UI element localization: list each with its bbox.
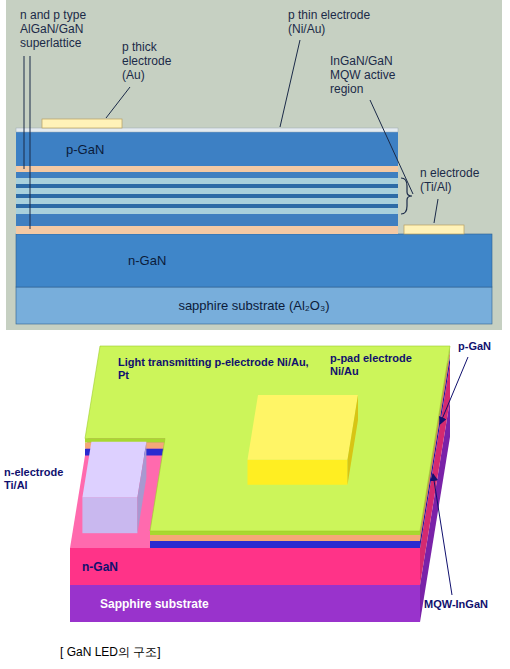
p-pad-front: [248, 460, 348, 485]
barrier-layer: [16, 172, 398, 178]
layer-band: p-GaN: [16, 132, 398, 166]
callout-label: InGaN/GaN MQW active region: [330, 54, 410, 96]
leader-arrow: [440, 357, 468, 424]
mqw-well: [16, 194, 398, 198]
leader-line: [30, 56, 31, 229]
layer-name: n-GaN: [128, 253, 166, 268]
sapphire-front: [70, 585, 420, 622]
leader-line: [434, 199, 438, 223]
n-electrode-top: [82, 442, 146, 498]
leader-arrow: [433, 474, 452, 595]
figure-caption: [ GaN LED의 구조]: [60, 645, 161, 659]
layer-name: sapphire substrate (Al₂O₃): [178, 298, 329, 313]
brace: [401, 178, 412, 214]
part-label: n-electrode Ti/Al: [4, 466, 68, 492]
layer-band: n-GaN: [70, 548, 420, 585]
layer-band: Sapphire substrate: [70, 585, 420, 622]
superlattice-layer: [16, 166, 398, 172]
layer-name: Sapphire substrate: [100, 597, 209, 611]
electrode-front: [150, 531, 420, 535]
mqw-well: [16, 204, 398, 208]
leader-line: [370, 100, 413, 194]
layer-name: n-GaN: [82, 560, 118, 574]
leader-line: [24, 56, 25, 169]
mqw-front: [150, 541, 420, 548]
part-label: p-GaN: [458, 340, 506, 353]
sapphire-layer: [16, 287, 492, 324]
p-pad-side: [348, 395, 359, 485]
layer-band: n-GaN: [16, 234, 492, 287]
n-electrode-side: [137, 442, 146, 534]
n-electrode-pad: [404, 225, 464, 234]
superlattice-layer: [16, 226, 398, 234]
n-electrode-front: [82, 497, 137, 533]
layer-name: p-GaN: [66, 142, 104, 157]
p-gan-layer: [16, 132, 398, 166]
part-label: Light transmitting p-electrode Ni/Au, Pt: [118, 356, 313, 382]
photo-background: [6, 0, 502, 330]
mqw-well: [16, 184, 398, 188]
layer-band: sapphire substrate (Al₂O₃): [16, 287, 492, 324]
leader-line: [280, 40, 300, 127]
barrier-layer: [16, 214, 398, 226]
thin-electrode: [16, 128, 398, 132]
part-label: MQW-InGaN: [424, 598, 508, 611]
part-label: p-pad electrode Ni/Au: [330, 352, 435, 378]
p-gan-front: [150, 535, 420, 541]
leader-line: [106, 87, 130, 118]
n-gan-layer: [16, 234, 492, 287]
callout-label: p thin electrode (Ni/Au): [288, 8, 406, 36]
p-pad-top: [248, 395, 359, 460]
thick-electrode: [42, 119, 122, 128]
callout-label: n and p type AlGaN/GaN superlattice: [20, 8, 102, 50]
callout-label: p thick electrode (Au): [122, 40, 188, 82]
mqw-layer: [16, 178, 398, 214]
n-gan-front: [70, 548, 420, 585]
callout-label: n electrode (Ti/Al): [420, 166, 500, 194]
